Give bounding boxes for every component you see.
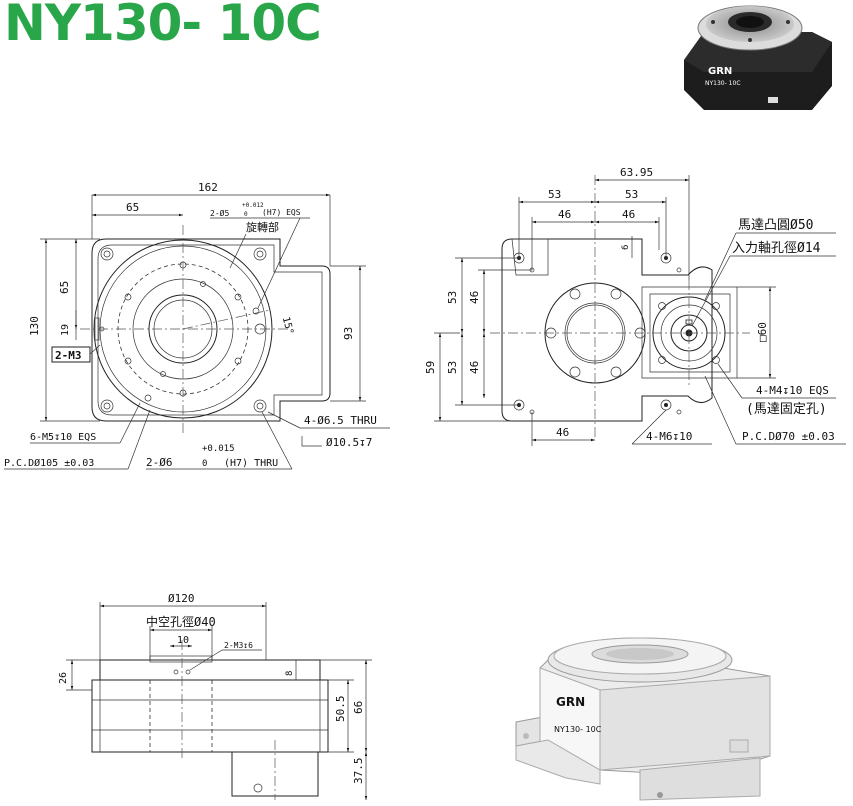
dim-15-degree: 15° [280,316,295,336]
top-right-view: 63.95 53 53 46 46 6 53 46 53 46 59 □60 [424,166,846,446]
dim-93: 93 [342,327,355,340]
dim-10: 10 [177,635,189,646]
dim-59: 59 [424,361,437,374]
label-rotating: 旋轉部 [246,220,279,234]
dim-46-left: 46 [558,208,571,221]
product-isometric-render: GRN NY130- 10C [515,637,771,801]
dim-46-right: 46 [622,208,635,221]
dim-50-5: 50.5 [334,696,347,723]
top-left-view: 162 65 130 65 19 93 15° 2-Ø5 +0.012 0 (H… [4,181,390,470]
label-pin: 2-Ø5 [210,208,229,218]
label-motor-fix: (馬達固定孔) [746,402,827,417]
label-2phi6: 2-Ø6 [146,456,173,469]
dim-19: 19 [60,324,71,336]
dim-65: 65 [126,201,139,214]
dim-26: 26 [58,672,69,684]
dim-130: 130 [28,316,41,336]
dim-8: 8 [285,671,295,676]
photo-brand-label: GRN [708,66,732,77]
label-pin-h7: (H7) EQS [262,208,301,217]
dim-162: 162 [198,181,218,194]
label-motor-boss: 馬達凸圓Ø50 [738,218,813,233]
dim-53-vertical-top: 53 [446,291,459,304]
dim-46-vertical-bottom: 46 [468,361,481,374]
product-photo-top: GRN NY130- 10C [684,5,832,110]
label-6m5: 6-M5↧10 EQS [30,432,96,443]
dim-66: 66 [352,701,365,714]
label-phi6-tol: +0.015 [202,444,235,454]
side-view: Ø120 中空孔徑Ø40 10 2-M3↧6 26 8 50.5 66 37.5 [58,592,372,800]
label-2m3-side: 2-M3↧6 [224,641,253,650]
dim-37-5: 37.5 [352,758,365,785]
label-4phi65: 4-Ø6.5 THRU [304,414,377,427]
dim-53-left: 53 [548,188,561,201]
label-4m6: 4-M6↧10 [646,430,692,443]
render-model-label: NY130- 10C [554,725,602,734]
label-pcd70: P.C.DØ70 ±0.03 [742,430,835,443]
dim-60-square: □60 [756,322,769,342]
label-4m4: 4-M4↧10 EQS [756,384,829,397]
dim-63-95: 63.95 [620,166,653,179]
page-title: NY130- 10C [4,0,322,52]
dim-phi120: Ø120 [168,592,195,605]
label-hollow-bore: 中空孔徑Ø40 [146,614,216,629]
render-brand-label: GRN [556,695,585,709]
label-2m3: 2-M3 [55,349,82,362]
label-phi6-tol2: 0 [202,459,207,469]
label-input-shaft: 入力軸孔徑Ø14 [732,241,821,256]
dim-46-vertical-top: 46 [468,291,481,304]
dim-6: 6 [621,245,631,250]
label-pcd105: P.C.DØ105 ±0.03 [4,457,94,469]
label-pin-tol: +0.012 [242,202,264,209]
photo-model-label: NY130- 10C [705,80,741,87]
dim-65-vertical: 65 [58,281,71,294]
label-pin-tol2: 0 [244,211,248,218]
dim-53-right: 53 [625,188,638,201]
label-phi6-h7: (H7) THRU [224,458,278,469]
label-phi105: Ø10.5↧7 [326,436,372,449]
dim-46-bottom: 46 [556,426,569,439]
dim-53-vertical-bottom: 53 [446,361,459,374]
